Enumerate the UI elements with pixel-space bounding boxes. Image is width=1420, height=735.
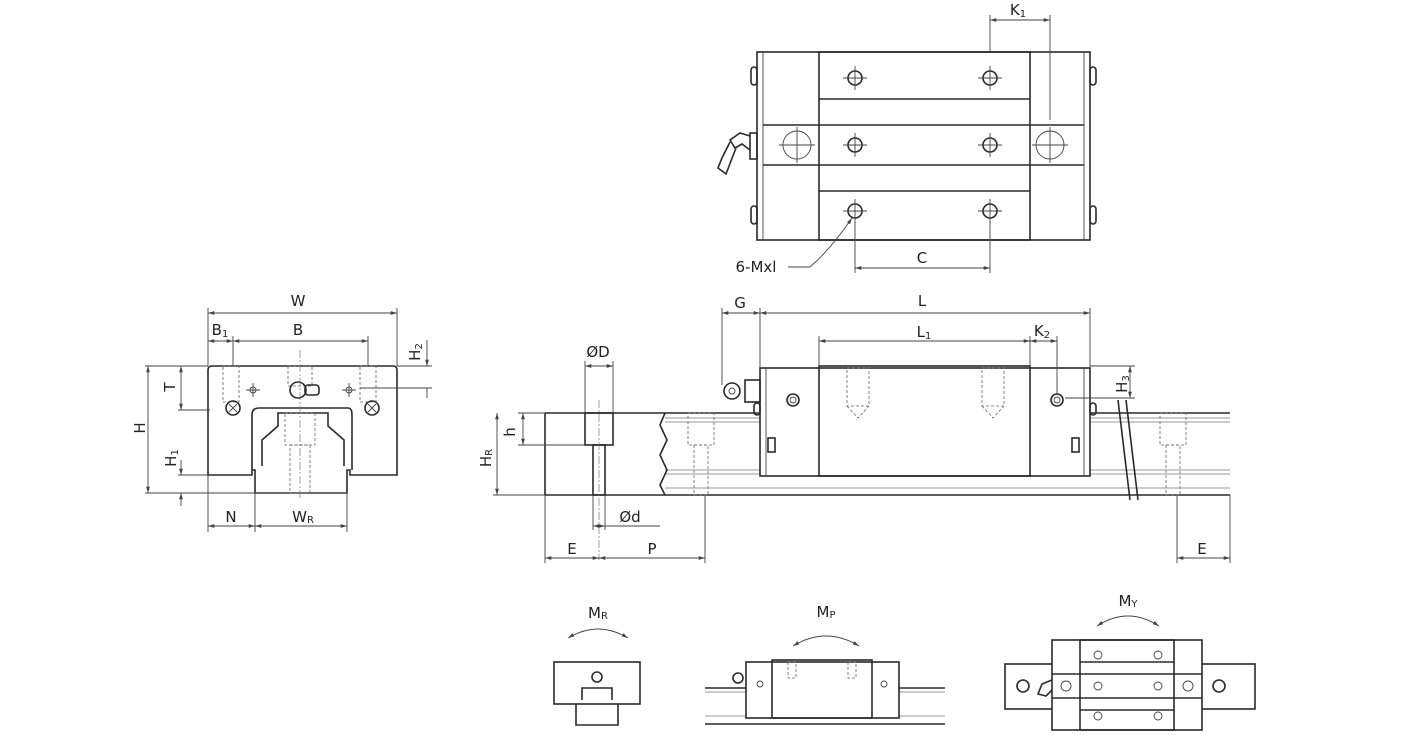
dim-N: N <box>225 508 236 526</box>
dim-H3: H3 <box>1113 375 1132 393</box>
dim-T: T <box>161 382 179 393</box>
dim-K1: K1 <box>1010 1 1026 20</box>
block-body <box>207 365 398 494</box>
rotation-arrow-icon <box>567 628 629 639</box>
dim-OD: ØD <box>586 343 609 361</box>
screw-icon <box>364 400 380 416</box>
moment-MP-label: MP <box>817 603 836 621</box>
rotation-arrow-icon <box>792 635 860 647</box>
side-view: G L L1 K2 H3 ØD h HR Ød E P E <box>477 292 1231 563</box>
hole-callout: 6-Mxl <box>736 258 777 276</box>
block-top <box>756 51 1091 241</box>
dim-B1: B1 <box>212 321 229 340</box>
dim-WR: WR <box>292 508 314 526</box>
break-line <box>1117 399 1139 501</box>
dim-HR: HR <box>477 449 495 467</box>
dim-E-left: E <box>567 540 576 558</box>
moment-MY-label: MY <box>1118 592 1138 610</box>
dim-h: h <box>501 427 519 437</box>
dim-L: L <box>918 292 927 310</box>
dim-H1: H1 <box>162 449 181 467</box>
dim-P: P <box>647 540 656 558</box>
moment-yaw-diagram: MY <box>1004 592 1256 731</box>
front-view: W B1 B H2 T H H1 N WR <box>131 292 432 532</box>
dim-H: H <box>131 422 149 433</box>
dim-H2: H2 <box>406 343 425 361</box>
dim-W: W <box>291 292 306 310</box>
moment-roll-diagram: MR <box>553 604 641 726</box>
dim-E-right: E <box>1197 540 1206 558</box>
dim-C: C <box>917 249 927 267</box>
grease-nipple-icon <box>723 379 761 403</box>
top-view: K1 C 6-Mxl <box>717 1 1097 276</box>
dim-B: B <box>293 321 303 339</box>
dim-G: G <box>734 294 746 312</box>
grease-nipple-icon <box>289 381 320 399</box>
moment-MR-label: MR <box>588 604 608 622</box>
grease-nipple-icon <box>717 132 758 176</box>
mounting-holes <box>843 66 1002 223</box>
dim-L1: L1 <box>917 323 932 342</box>
rotation-arrow-icon <box>1096 615 1160 627</box>
dim-K2: K2 <box>1034 322 1050 341</box>
dim-Od: Ød <box>619 508 640 526</box>
moment-pitch-diagram: MP <box>705 603 945 725</box>
screw-icon <box>225 400 241 416</box>
block-side <box>759 367 1091 477</box>
